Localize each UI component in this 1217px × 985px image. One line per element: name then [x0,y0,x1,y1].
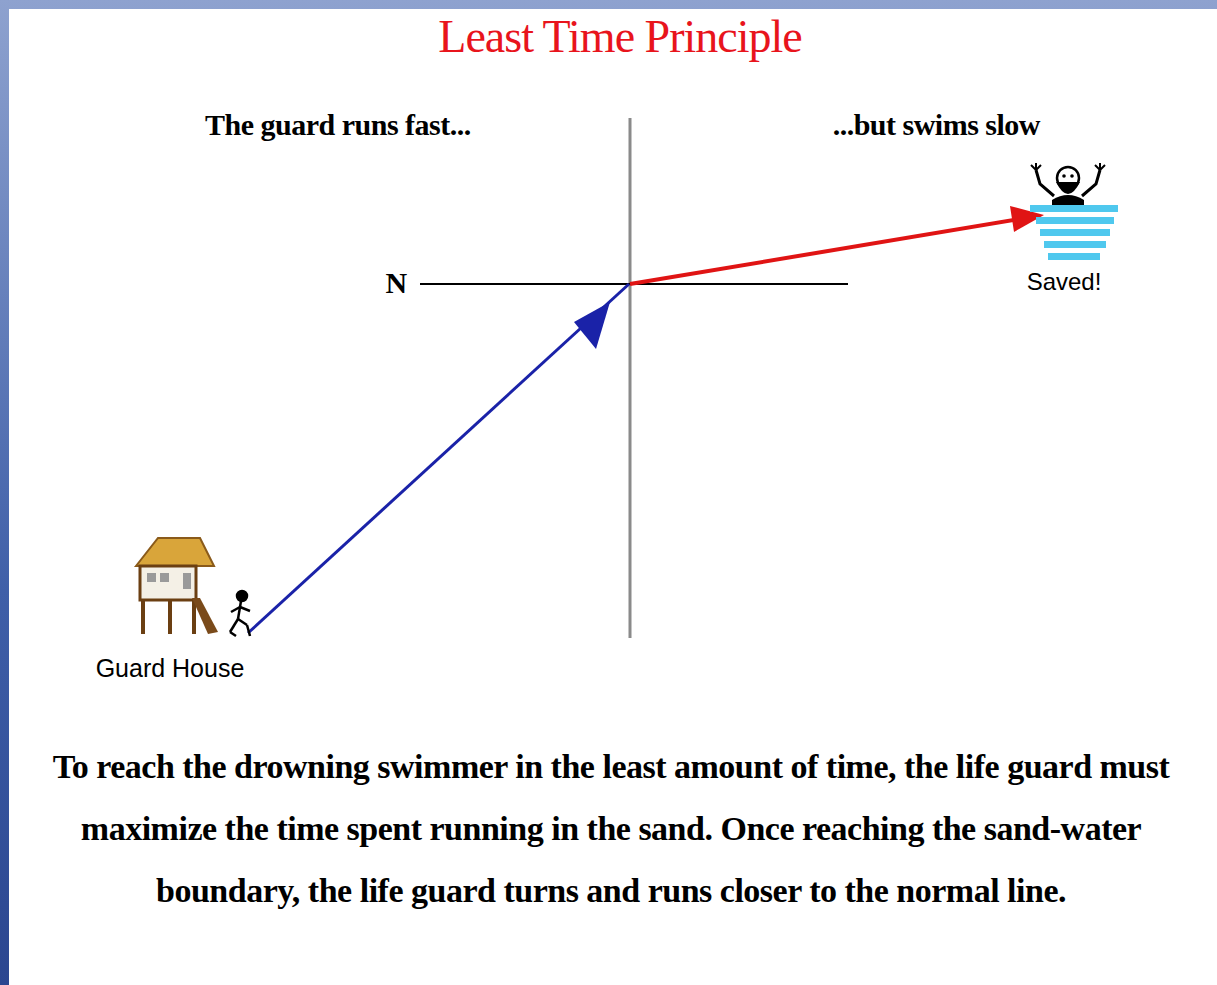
white-panel: Least Time PrincipleThe guard runs fast.… [9,9,1217,985]
run-arrowhead [574,302,610,349]
caption-text: To reach the drowning swimmer in the lea… [11,736,1211,922]
icon-label: Guard House [60,654,280,683]
icon-label: Saved! [1004,268,1124,296]
boundary-line [629,118,632,638]
region-label: The guard runs fast... [205,108,535,142]
diagram-title: Least Time Principle [120,10,1120,63]
region-label: ...but swims slow [740,108,1040,142]
swimmer-icon [1030,163,1118,260]
lifeguard-figure [230,591,250,636]
normal-label: N [378,266,414,300]
run-path [248,284,629,633]
swim-path [630,219,1020,284]
guard-house-icon [136,538,218,634]
